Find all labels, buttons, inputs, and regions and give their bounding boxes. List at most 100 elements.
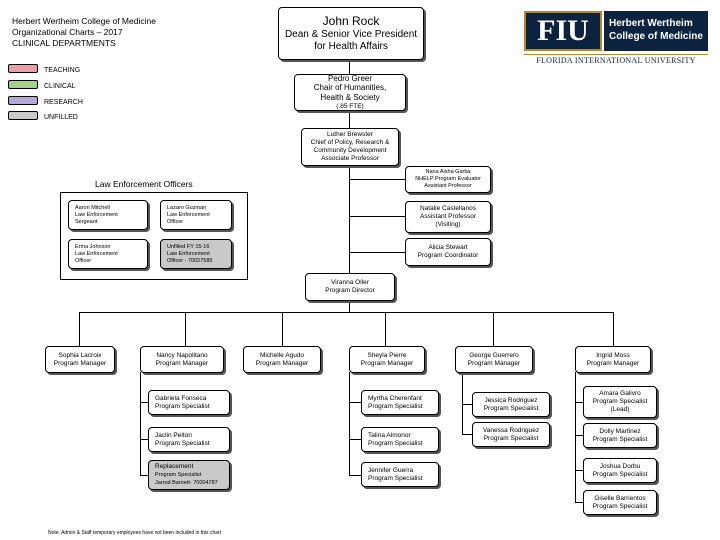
chief-title-1: Chief of Policy, Research & [310, 139, 390, 146]
legend-swatch-clinical [8, 80, 38, 89]
legend-label-research: RESEARCH [44, 99, 83, 106]
header-subtitle: Organizational Charts – 2017 [12, 27, 123, 37]
specialist-box: Talina Almonor Program Specialist [361, 427, 439, 452]
officer-title-2: Officer [75, 257, 92, 264]
specialist-box: Dolly Martinez Program Specialist [583, 423, 657, 448]
assistant-professor-title-2: (Visiting) [435, 221, 461, 228]
specialist-extra: Jarrod Barnett- 70004787 [155, 480, 218, 486]
evaluator-name: Nana Aisha Garba [425, 169, 471, 175]
chair-box: Pedro Greer Chair of Humanities, Health … [294, 74, 406, 111]
specialist-box: Amara Galivro Program Specialist (Lead) [583, 386, 657, 418]
specialist-name: Amara Galivro [599, 390, 641, 397]
officer-name: Erma Johnson [75, 243, 111, 250]
officer-title-1: Law Enforcement [167, 211, 210, 218]
fiu-mark: FIU [524, 11, 602, 51]
dean-name: John Rock [322, 14, 380, 28]
chief-box: Luther Brewster Chief of Policy, Researc… [301, 128, 399, 166]
evaluator-box: Nana Aisha Garba NHELP Program Evaluator… [405, 166, 491, 193]
specialist-title: Program Specialist [368, 402, 423, 410]
assistant-professor-name: Natalie Castellanos [419, 205, 476, 212]
officer-title-2: Sergeant [75, 218, 98, 225]
specialist-box: Joshua Dorbu Program Specialist [583, 458, 657, 483]
dean-title-2: for Health Affairs [314, 41, 388, 52]
manager-title: Program Manager [467, 359, 521, 367]
specialist-name: Replacement [155, 463, 194, 470]
specialist-name: Myrtha Cherenfant [368, 394, 422, 402]
coordinator-name: Alicia Stewart [428, 244, 468, 251]
director-title: Program Director [325, 287, 375, 294]
manager-name: Nancy Napolitano [156, 351, 208, 359]
manager-box: Ingrid Moss Program Manager [575, 346, 651, 373]
college-line2: College of Medicine [609, 31, 703, 42]
header: Herbert Wertheim College of Medicine Org… [12, 16, 156, 49]
specialist-title: Program Specialist [592, 435, 648, 443]
assistant-professor-title-1: Assistant Professor [420, 213, 476, 220]
specialist-title: Program Specialist [155, 402, 210, 410]
director-box: Viranna Oller Program Director [305, 273, 395, 301]
footnote: Note: Admin & Staff temporary employees … [48, 530, 222, 536]
officer-title-2: Officer - 70027585 [167, 257, 213, 264]
manager-name: Sophia Lacroix [58, 351, 102, 359]
dean-box: John Rock Dean & Senior Vice President f… [278, 7, 424, 60]
legend-swatch-research [8, 96, 38, 105]
fiu-logo: FIU Herbert Wertheim College of Medicine… [524, 11, 708, 66]
specialist-extra: (Lead) [610, 406, 630, 413]
header-college: Herbert Wertheim College of Medicine [12, 16, 156, 26]
evaluator-title-2: Assistant Professor [424, 183, 472, 189]
specialist-box: Vanessa Rodriguez Program Specialist [472, 422, 550, 447]
manager-name: Michelle Agudo [259, 351, 305, 359]
specialist-box: Giselle Barrientos Program Specialist [583, 490, 657, 515]
officer-box-unfilled: Unfilled FY 15-16 Law Enforcement Office… [160, 239, 232, 269]
specialist-box: Jennifer Guerra Program Specialist [361, 462, 439, 487]
specialist-title: Program Specialist [483, 434, 539, 442]
officer-box: Aaron Mitchell Law Enforcement Sergeant [68, 200, 148, 230]
specialist-title: Program Specialist [368, 439, 423, 447]
chair-title-2: Health & Society [320, 92, 380, 102]
specialist-title: Program Specialist [155, 472, 202, 478]
specialist-box: Jaclin Pelton Program Specialist [148, 427, 230, 452]
specialist-box-unfilled: Replacement Program Specialist Jarrod Ba… [148, 460, 230, 490]
manager-name: Sheyla Pierre [367, 351, 407, 359]
director-name: Viranna Oller [331, 279, 369, 286]
specialist-name: Giselle Barrientos [594, 494, 646, 502]
chair-fte: (.85 FTE) [336, 103, 364, 110]
college-name-block: Herbert Wertheim College of Medicine [604, 11, 708, 51]
chair-name: Pedro Greer [327, 73, 373, 83]
dean-title-1: Dean & Senior Vice President [284, 29, 418, 40]
coordinator-box: Alicia Stewart Program Coordinator [405, 238, 491, 266]
manager-title: Program Manager [586, 359, 640, 367]
manager-title: Program Manager [255, 359, 309, 367]
legend-label-teaching: TEACHING [44, 67, 81, 74]
coordinator-title: Program Coordinator [417, 252, 479, 259]
university-name: FLORIDA INTERNATIONAL UNIVERSITY [524, 54, 708, 65]
specialist-name: Joshua Dorbu [599, 462, 641, 470]
specialist-title: Program Specialist [592, 470, 648, 478]
specialist-name: Jennifer Guerra [368, 466, 414, 474]
manager-box: Michelle Agudo Program Manager [243, 346, 321, 373]
specialist-box: Gabriela Fonseca Program Specialist [148, 390, 230, 415]
manager-box: Sheyla Pierre Program Manager [349, 346, 425, 373]
specialist-box: Myrtha Cherenfant Program Specialist [361, 390, 439, 415]
chief-name: Luther Brewster [327, 131, 373, 138]
chief-title-3: Associate Professor [321, 155, 379, 162]
law-enforcement-group [60, 192, 248, 280]
specialist-name: Jaclin Pelton [155, 431, 192, 439]
manager-name: George Guerrero [469, 351, 519, 359]
officer-title-1: Law Enforcement [75, 250, 118, 257]
officer-title-2: Officer [167, 218, 184, 225]
chief-title-2: Community Development [313, 147, 387, 154]
manager-box: Nancy Napolitano Program Manager [140, 346, 224, 373]
assistant-professor-box: Natalie Castellanos Assistant Professor … [405, 201, 491, 233]
officer-box: Lazaro Guzman Law Enforcement Officer [160, 200, 232, 230]
officer-name: Unfilled FY 15-16 [167, 243, 210, 250]
specialist-title: Program Specialist [592, 398, 648, 405]
header-department: CLINICAL DEPARTMENTS [12, 38, 116, 48]
manager-box: Sophia Lacroix Program Manager [45, 346, 115, 373]
specialist-box: Jessica Rodriguez Program Specialist [472, 392, 550, 417]
specialist-name: Vanessa Rodriguez [482, 426, 540, 434]
specialist-title: Program Specialist [368, 474, 423, 482]
manager-title: Program Manager [53, 359, 107, 367]
manager-box: George Guerrero Program Manager [455, 346, 533, 373]
specialist-name: Jessica Rodriguez [484, 396, 538, 404]
legend-swatch-unfilled [8, 111, 38, 120]
